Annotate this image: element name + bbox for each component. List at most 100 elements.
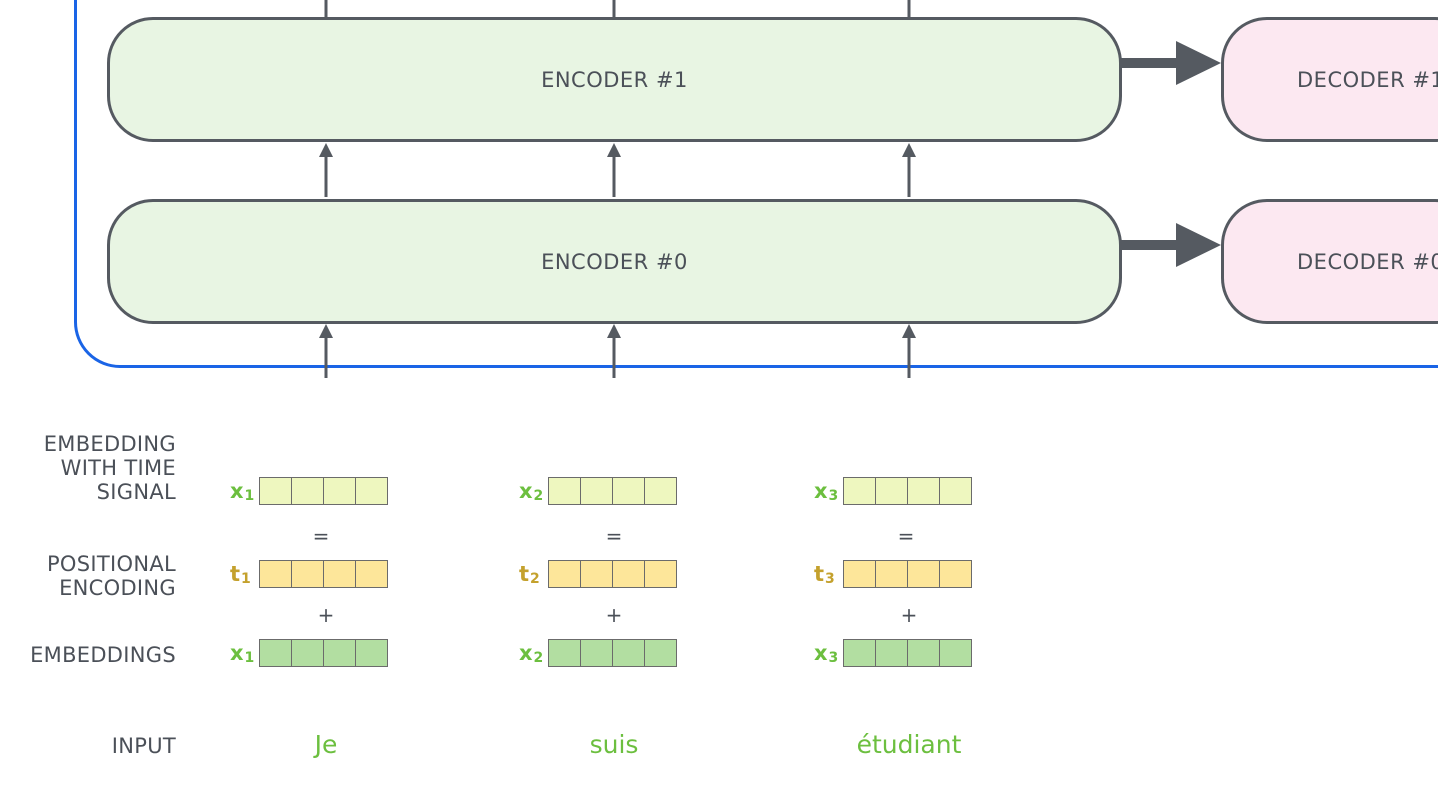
positional-encoding-label-3-subscript: 3 — [825, 571, 835, 587]
vector-cell — [843, 560, 876, 588]
embedding-with-time-vector-1 — [259, 477, 388, 505]
decoder-0-label: DECODER #0 — [1297, 249, 1438, 274]
embedding-vector-1 — [259, 639, 388, 667]
vector-cell — [644, 639, 677, 667]
row-label-line: POSITIONAL — [46, 552, 176, 576]
vector-cell — [355, 639, 388, 667]
vector-cell — [843, 477, 876, 505]
positional-encoding-label-2: t2 — [519, 562, 540, 589]
positional-encoding-label-3: t3 — [814, 562, 835, 589]
positional-encoding-vector-1 — [259, 560, 388, 588]
vector-cell — [907, 477, 940, 505]
embedding-label-2: x2 — [519, 641, 543, 668]
vector-cell — [323, 639, 356, 667]
positional-encoding-label-1: t1 — [230, 562, 251, 589]
plus-sign: + — [900, 603, 918, 627]
embedding-with-time-label-2-subscript: 2 — [533, 488, 544, 504]
embedding-with-time-label-1-base: x — [230, 479, 244, 503]
vector-cell — [644, 560, 677, 588]
row-label-line: EMBEDDING — [43, 432, 176, 456]
positional-encoding-label-1-subscript: 1 — [241, 571, 251, 587]
vector-cell — [875, 560, 908, 588]
embedding-with-time-vector-3 — [843, 477, 972, 505]
positional-encoding-label: POSITIONAL ENCODING — [47, 552, 176, 600]
embedding-with-time-label-3-base: x — [814, 479, 828, 503]
equals-sign: = — [897, 524, 915, 548]
input-word-3: étudiant — [856, 730, 962, 759]
equals-sign: = — [605, 524, 623, 548]
embedding-label-1-subscript: 1 — [244, 650, 255, 666]
input-word-1: Je — [314, 730, 338, 759]
vector-cell — [291, 477, 324, 505]
encoder-1-label: ENCODER #1 — [541, 67, 688, 92]
vector-cell — [875, 477, 908, 505]
vector-cell — [323, 477, 356, 505]
encoder-1-block: ENCODER #1 — [107, 17, 1122, 142]
embedding-with-time-label-3: x3 — [814, 479, 838, 506]
embedding-label-2-base: x — [519, 641, 533, 665]
embedding-with-time-vector-2 — [548, 477, 677, 505]
vector-cell — [355, 477, 388, 505]
embedding-label-1-base: x — [230, 641, 244, 665]
vector-cell — [355, 560, 388, 588]
encoder-decoder-frame — [74, 0, 1438, 368]
vector-cell — [548, 560, 581, 588]
positional-encoding-label-3-base: t — [814, 562, 825, 586]
vector-cell — [323, 560, 356, 588]
vector-cell — [843, 639, 876, 667]
vector-cell — [939, 477, 972, 505]
embeddings-label: EMBEDDINGS — [30, 643, 176, 667]
positional-encoding-vector-2 — [548, 560, 677, 588]
positional-encoding-label-2-base: t — [519, 562, 530, 586]
vector-cell — [907, 560, 940, 588]
embedding-with-time-label-3-subscript: 3 — [828, 488, 839, 504]
embedding-vector-3 — [843, 639, 972, 667]
embedding-with-time-label-2-base: x — [519, 479, 533, 503]
row-label-line: ENCODING — [59, 576, 176, 600]
vector-cell — [939, 639, 972, 667]
vector-cell — [939, 560, 972, 588]
embedding-with-time-label-1-subscript: 1 — [244, 488, 255, 504]
vector-cell — [612, 477, 645, 505]
embedding-label-3: x3 — [814, 641, 838, 668]
embedding-label-3-base: x — [814, 641, 828, 665]
vector-cell — [259, 560, 292, 588]
embedding-with-time-label-2: x2 — [519, 479, 543, 506]
vector-cell — [580, 639, 613, 667]
decoder-0-block: DECODER #0 — [1221, 199, 1438, 324]
embedding-with-time-signal-label: EMBEDDING WITH TIME SIGNAL — [44, 432, 176, 504]
vector-cell — [548, 639, 581, 667]
decoder-1-label: DECODER #1 — [1297, 67, 1438, 92]
embedding-vector-2 — [548, 639, 677, 667]
embedding-label-2-subscript: 2 — [533, 650, 544, 666]
vector-cell — [612, 639, 645, 667]
embedding-label-3-subscript: 3 — [828, 650, 839, 666]
vector-cell — [580, 477, 613, 505]
encoder-0-block: ENCODER #0 — [107, 199, 1122, 324]
vector-cell — [612, 560, 645, 588]
vector-cell — [875, 639, 908, 667]
input-label: INPUT — [111, 734, 176, 758]
encoder-0-label: ENCODER #0 — [541, 249, 688, 274]
vector-cell — [291, 639, 324, 667]
vector-cell — [907, 639, 940, 667]
vector-cell — [580, 560, 613, 588]
embedding-label-1: x1 — [230, 641, 254, 668]
vector-cell — [259, 639, 292, 667]
equals-sign: = — [312, 524, 330, 548]
plus-sign: + — [317, 603, 335, 627]
vector-cell — [291, 560, 324, 588]
row-label-line: SIGNAL — [96, 480, 176, 504]
positional-encoding-label-2-subscript: 2 — [530, 571, 540, 587]
input-word-2: suis — [589, 730, 639, 759]
vector-cell — [259, 477, 292, 505]
vector-cell — [644, 477, 677, 505]
vector-cell — [548, 477, 581, 505]
row-label-line: WITH TIME — [60, 456, 176, 480]
embedding-with-time-label-1: x1 — [230, 479, 254, 506]
positional-encoding-label-1-base: t — [230, 562, 241, 586]
decoder-1-block: DECODER #1 — [1221, 17, 1438, 142]
positional-encoding-vector-3 — [843, 560, 972, 588]
plus-sign: + — [605, 603, 623, 627]
